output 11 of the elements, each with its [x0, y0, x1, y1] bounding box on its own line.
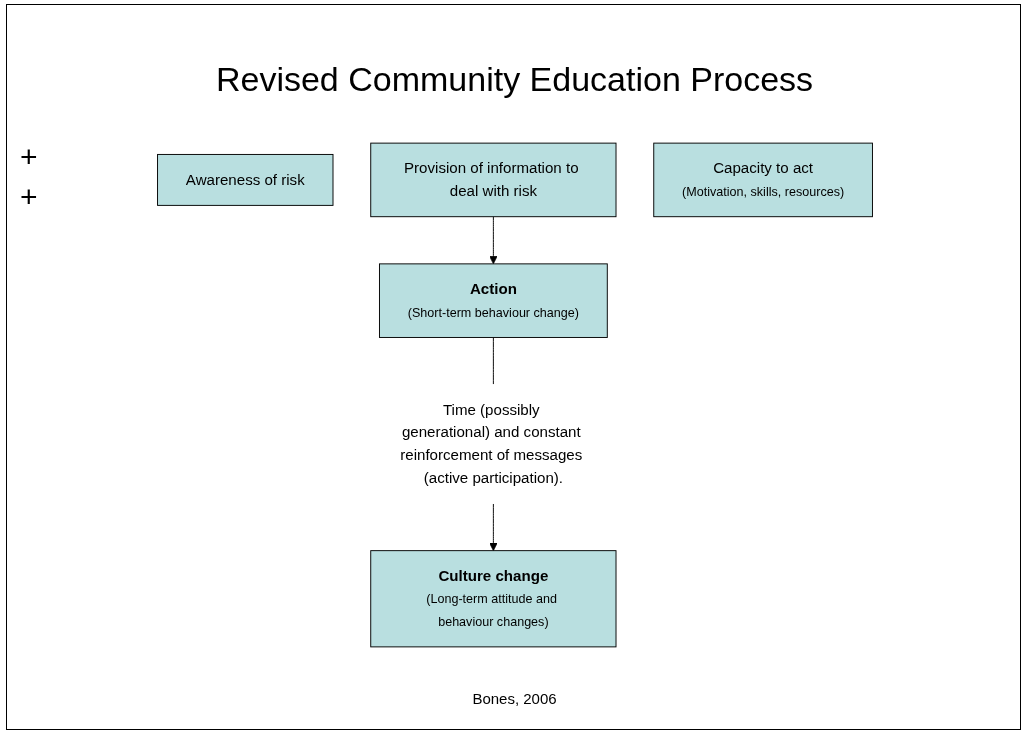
node-box: Awareness of risk — [157, 153, 334, 206]
node-box: Action (Short-term behaviour change) — [379, 263, 608, 338]
caption: Bones, 2006 — [471, 690, 558, 707]
node-box: Provision of information to deal with risk — [370, 142, 617, 218]
title: Revised Community Education Process — [214, 60, 815, 99]
node-box: Culture change (Long-term attitude and behaviour changes) — [370, 550, 617, 648]
node-text: Time (possibly generational) and constant reinforcement of messages (active participation). — [400, 401, 583, 486]
connector — [492, 336, 494, 386]
plus-sign: + — [20, 180, 38, 214]
plus-sign: + — [20, 140, 38, 174]
node-box: Capacity to act (Motivation, skills, resources) — [653, 142, 873, 218]
